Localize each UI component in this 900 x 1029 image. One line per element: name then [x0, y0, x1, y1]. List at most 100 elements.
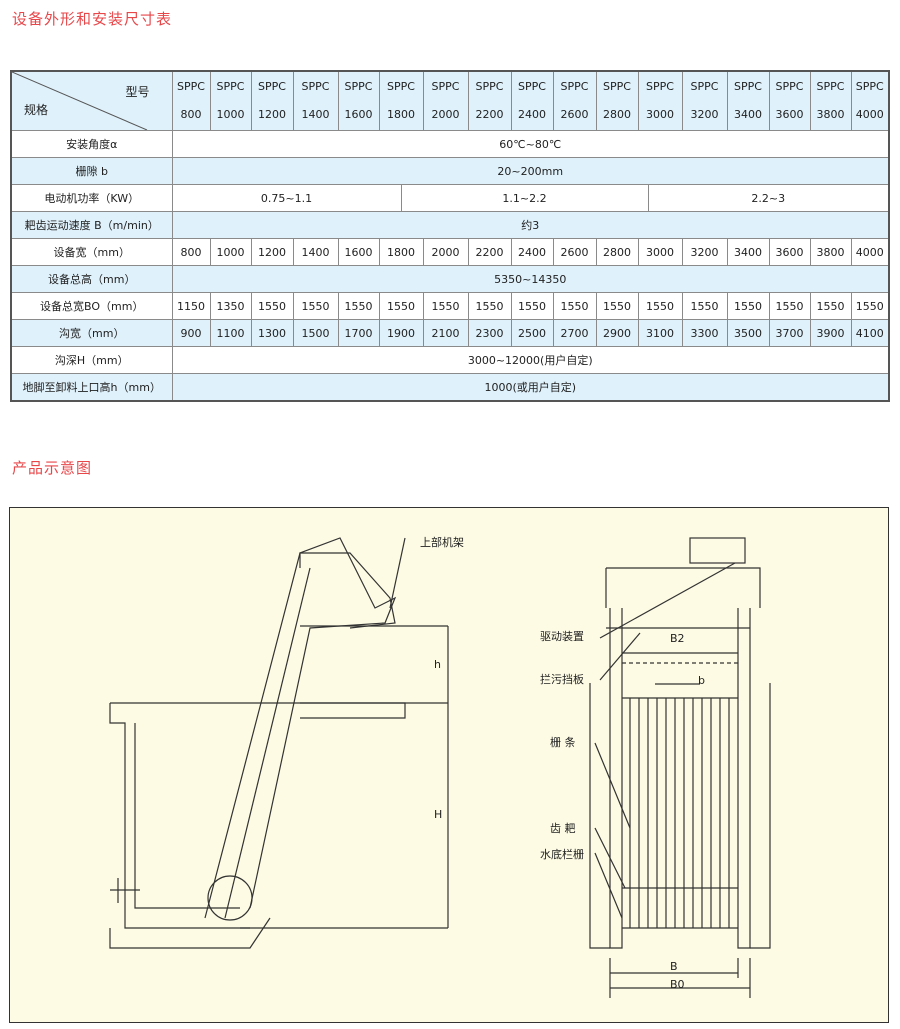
row-label: 栅隙 b: [10, 157, 173, 185]
label-b: b: [698, 674, 705, 687]
model-number: 1800: [387, 108, 415, 121]
width-cell: 3000: [637, 238, 683, 266]
model-prefix: SPPC: [177, 80, 205, 93]
channel-width-cell: 3700: [768, 319, 811, 347]
model-number: 1400: [301, 108, 330, 121]
discharge-value: 1000(或用户自定): [171, 373, 890, 402]
width-cell: 2400: [510, 238, 554, 266]
model-number: 2400: [518, 108, 546, 121]
row-label: 地脚至卸料上口高h（mm）: [10, 373, 173, 402]
model-number: 1600: [344, 108, 373, 121]
power-value: 1.1~2.2: [402, 185, 649, 211]
width-cell: 2200: [467, 238, 512, 266]
model-number: 3000: [646, 108, 674, 121]
total-width-cell: 1550: [422, 292, 469, 320]
depth-value: 3000~12000(用户自定): [171, 346, 890, 374]
label-baffle: 拦污挡板: [540, 673, 584, 686]
channel-width-cell: 2300: [467, 319, 512, 347]
model-prefix: SPPC: [301, 80, 330, 93]
model-header: SPPC 2400: [510, 70, 554, 131]
channel-width-cell: 1100: [209, 319, 252, 347]
label-bars: 栅 条: [550, 736, 576, 749]
model-number: 2600: [560, 108, 589, 121]
table-title: 设备外形和安装尺寸表: [12, 10, 173, 28]
width-cell: 2000: [422, 238, 469, 266]
total-width-cell: 1550: [768, 292, 811, 320]
channel-width-cell: 3500: [726, 319, 770, 347]
row-label: 设备总宽BO（mm）: [10, 292, 173, 320]
label-rake: 齿 耙: [550, 822, 576, 835]
row-label: 设备宽（mm）: [10, 238, 173, 266]
width-cell: 800: [171, 238, 211, 266]
model-number: 3400: [734, 108, 762, 121]
total-width-cell: 1550: [510, 292, 554, 320]
channel-width-cell: 2500: [510, 319, 554, 347]
model-header: SPPC 1000: [209, 70, 252, 131]
width-cell: 3400: [726, 238, 770, 266]
total-width-cell: 1550: [337, 292, 380, 320]
channel-width-cell: 3300: [681, 319, 728, 347]
row-label: 设备总高（mm）: [10, 265, 173, 293]
total-width-cell: 1350: [209, 292, 252, 320]
width-cell: 2800: [595, 238, 639, 266]
model-prefix: SPPC: [216, 80, 245, 93]
model-number: 1000: [216, 108, 245, 121]
channel-width-cell: 2100: [422, 319, 469, 347]
width-cell: 3200: [681, 238, 728, 266]
label-upper-frame: 上部机架: [420, 536, 464, 549]
total-width-cell: 1550: [726, 292, 770, 320]
total-width-cell: 1550: [467, 292, 512, 320]
channel-width-cell: 1700: [337, 319, 380, 347]
label-B: B: [670, 960, 678, 973]
power-value: 2.2~3: [751, 191, 786, 205]
row-label: 电动机功率（KW）: [10, 184, 173, 212]
label-H: H: [434, 808, 443, 821]
model-prefix: SPPC: [431, 80, 460, 93]
width-cell: 1000: [209, 238, 252, 266]
width-cell: 3600: [768, 238, 811, 266]
width-cell: 1800: [378, 238, 424, 266]
model-prefix: SPPC: [518, 80, 546, 93]
row-label: 安装角度α: [10, 130, 173, 158]
model-prefix: SPPC: [258, 80, 286, 93]
channel-width-cell: 2900: [595, 319, 639, 347]
label-grate: 水底栏栅: [540, 848, 584, 861]
row-label: 沟宽（mm）: [10, 319, 173, 347]
width-cell: 3800: [809, 238, 852, 266]
header-corner: 型号规格: [10, 70, 173, 131]
model-header: SPPC 2800: [595, 70, 639, 131]
label-h: h: [434, 658, 441, 671]
model-prefix: SPPC: [775, 80, 804, 93]
model-prefix: SPPC: [603, 80, 631, 93]
width-cell: 1600: [337, 238, 380, 266]
model-header: SPPC 2600: [552, 70, 597, 131]
label-B0: B0: [670, 978, 685, 991]
model-prefix: SPPC: [560, 80, 589, 93]
total-width-cell: 1550: [809, 292, 852, 320]
model-number: 2200: [475, 108, 504, 121]
speed-value: 约3: [171, 211, 890, 239]
model-number: 4000: [855, 108, 884, 121]
model-number: 3800: [816, 108, 845, 121]
width-cell: 4000: [850, 238, 890, 266]
model-prefix: SPPC: [816, 80, 845, 93]
label-drive: 驱动装置: [540, 630, 584, 643]
model-header: SPPC 4000: [850, 70, 890, 131]
label-b2: B2: [670, 632, 685, 645]
total-width-cell: 1550: [637, 292, 683, 320]
channel-width-cell: 2700: [552, 319, 597, 347]
model-number: 2800: [603, 108, 631, 121]
spec-label: 规格: [24, 103, 49, 117]
model-prefix: SPPC: [855, 80, 884, 93]
total-width-cell: 1550: [250, 292, 294, 320]
width-cell: 2600: [552, 238, 597, 266]
